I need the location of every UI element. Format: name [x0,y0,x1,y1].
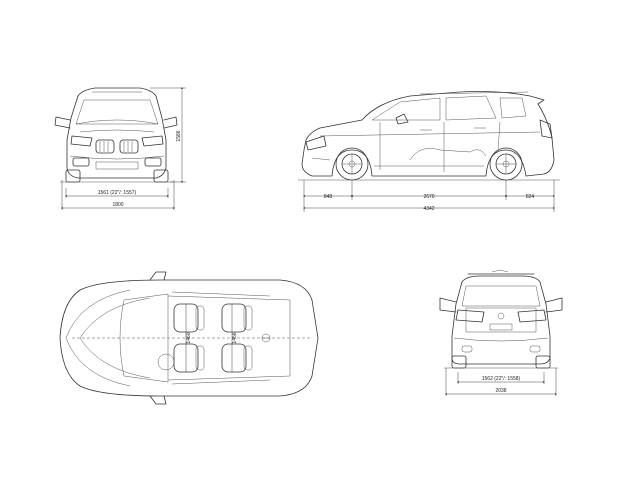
front-dimensions: 1561 (22"/: 1557) 1800 1586 [61,87,186,210]
rear-view [439,269,563,369]
front-overhang-label: 848 [324,194,333,200]
front-view [54,87,178,183]
front-width-label: 1800 [112,202,123,208]
rear-track-label: 1562 (22"/: 1558) [482,376,521,382]
rear-dimensions: 1562 (22"/: 1558) 2038 [445,368,557,396]
top-view: 1460 1456 [59,271,319,405]
wheelbase-label: 2670 [423,194,434,200]
height-label: 1586 [176,130,182,141]
length-label: 4342 [423,206,434,212]
side-view [298,91,560,181]
rear-width-label: 2038 [495,388,506,394]
side-dimensions: 848 2670 824 4342 [303,180,555,212]
front-track-label: 1561 (22"/: 1557) [98,190,137,196]
rear-overhang-label: 824 [526,194,535,200]
